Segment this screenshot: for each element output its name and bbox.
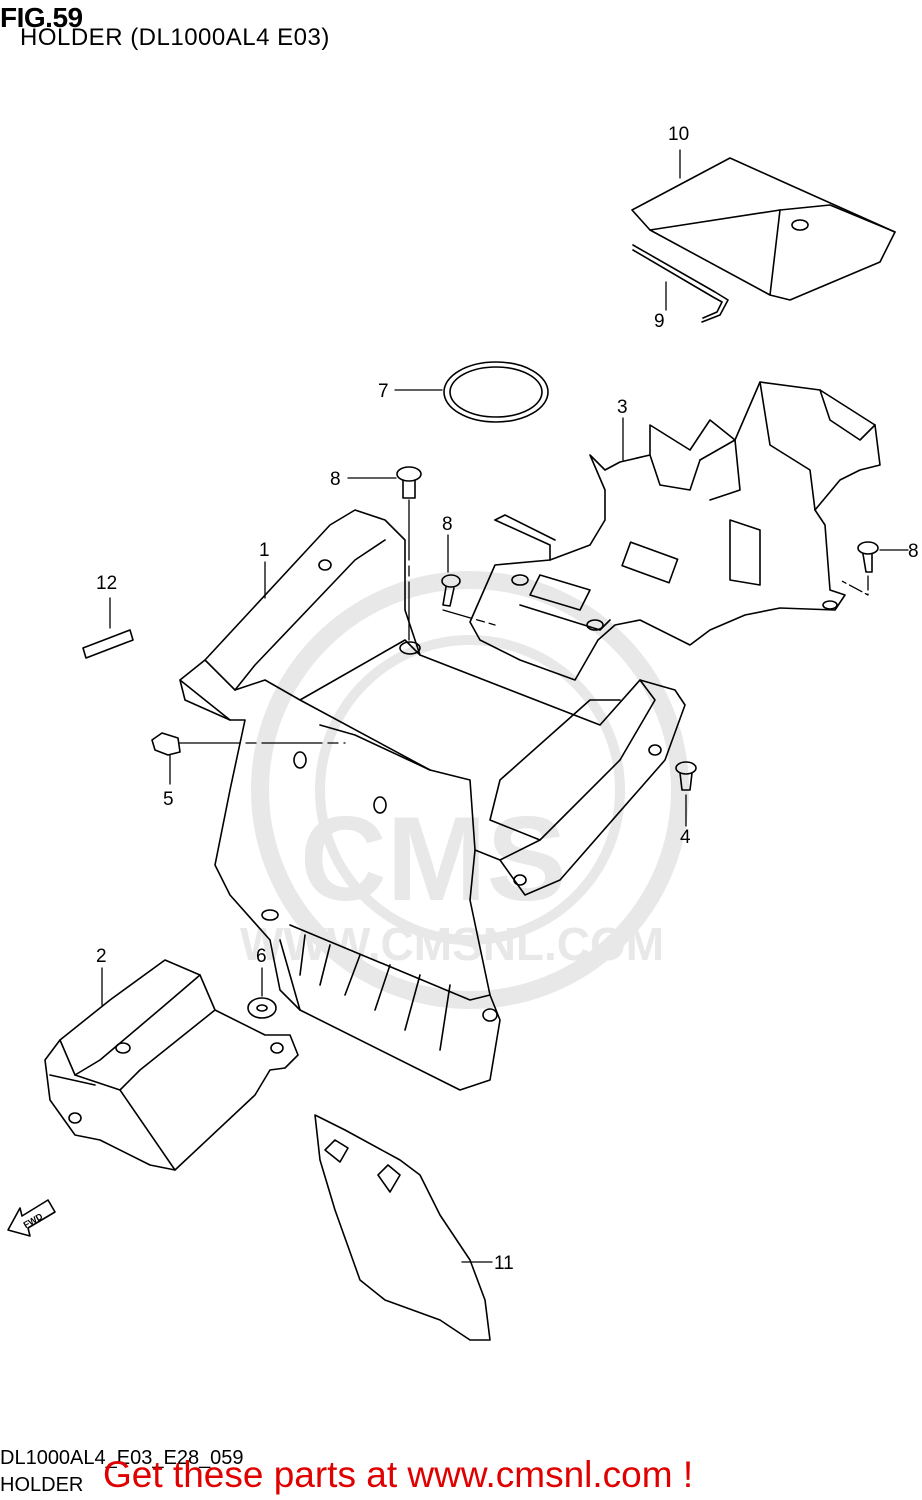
watermark: CMS WWW.CMSNL.COM xyxy=(240,571,689,1009)
part-6-grommet xyxy=(247,997,277,1019)
callout-6: 6 xyxy=(256,946,267,967)
leader-lines xyxy=(101,149,909,1263)
watermark-url: WWW.CMSNL.COM xyxy=(240,918,664,970)
callout-13: 12 xyxy=(96,573,117,594)
callouts: 10 9 7 3 8 8 8 1 12 5 4 6 2 11 xyxy=(96,124,919,1274)
figure-subtitle: HOLDER (DL1000AL4 E03) xyxy=(20,24,330,51)
callout-8a: 8 xyxy=(442,514,453,535)
callout-11: 10 xyxy=(668,124,689,145)
callout-3: 3 xyxy=(617,397,628,418)
part-2-cover xyxy=(44,959,299,1171)
part-11-tool-bag xyxy=(631,157,896,301)
part-12-plate xyxy=(314,1114,491,1341)
part-1-main-holder xyxy=(179,509,686,1091)
promo-link[interactable]: Get these parts at www.cmsnl.com ! xyxy=(103,1454,694,1495)
forward-direction-icon: FWD xyxy=(7,1199,56,1237)
part-8-screw-a xyxy=(441,574,461,607)
callout-10: 9 xyxy=(654,311,665,332)
section-name: HOLDER xyxy=(0,1474,84,1496)
callout-7: 7 xyxy=(378,381,389,402)
part-7-ring xyxy=(443,361,549,423)
part-5-nut xyxy=(151,732,181,756)
callout-8b: 8 xyxy=(908,541,919,562)
figure-title: FIG.59 xyxy=(0,2,83,33)
callout-2: 2 xyxy=(96,946,107,967)
part-9-bolt xyxy=(396,466,422,499)
callout-5: 5 xyxy=(163,789,174,810)
part-13-pad xyxy=(82,629,134,659)
part-8-screw-b xyxy=(857,541,879,573)
part-10-hex-wrench xyxy=(632,244,729,323)
part-3-upper-holder xyxy=(469,381,881,681)
callout-9: 8 xyxy=(330,469,341,490)
callout-12: 11 xyxy=(494,1253,514,1274)
diagram-code: DL1000AL4_E03_E28_059 xyxy=(0,1447,244,1469)
watermark-logo: CMS xyxy=(300,792,567,926)
part-4-screw xyxy=(675,761,697,791)
callout-4: 4 xyxy=(680,827,691,848)
callout-1: 1 xyxy=(259,540,270,561)
